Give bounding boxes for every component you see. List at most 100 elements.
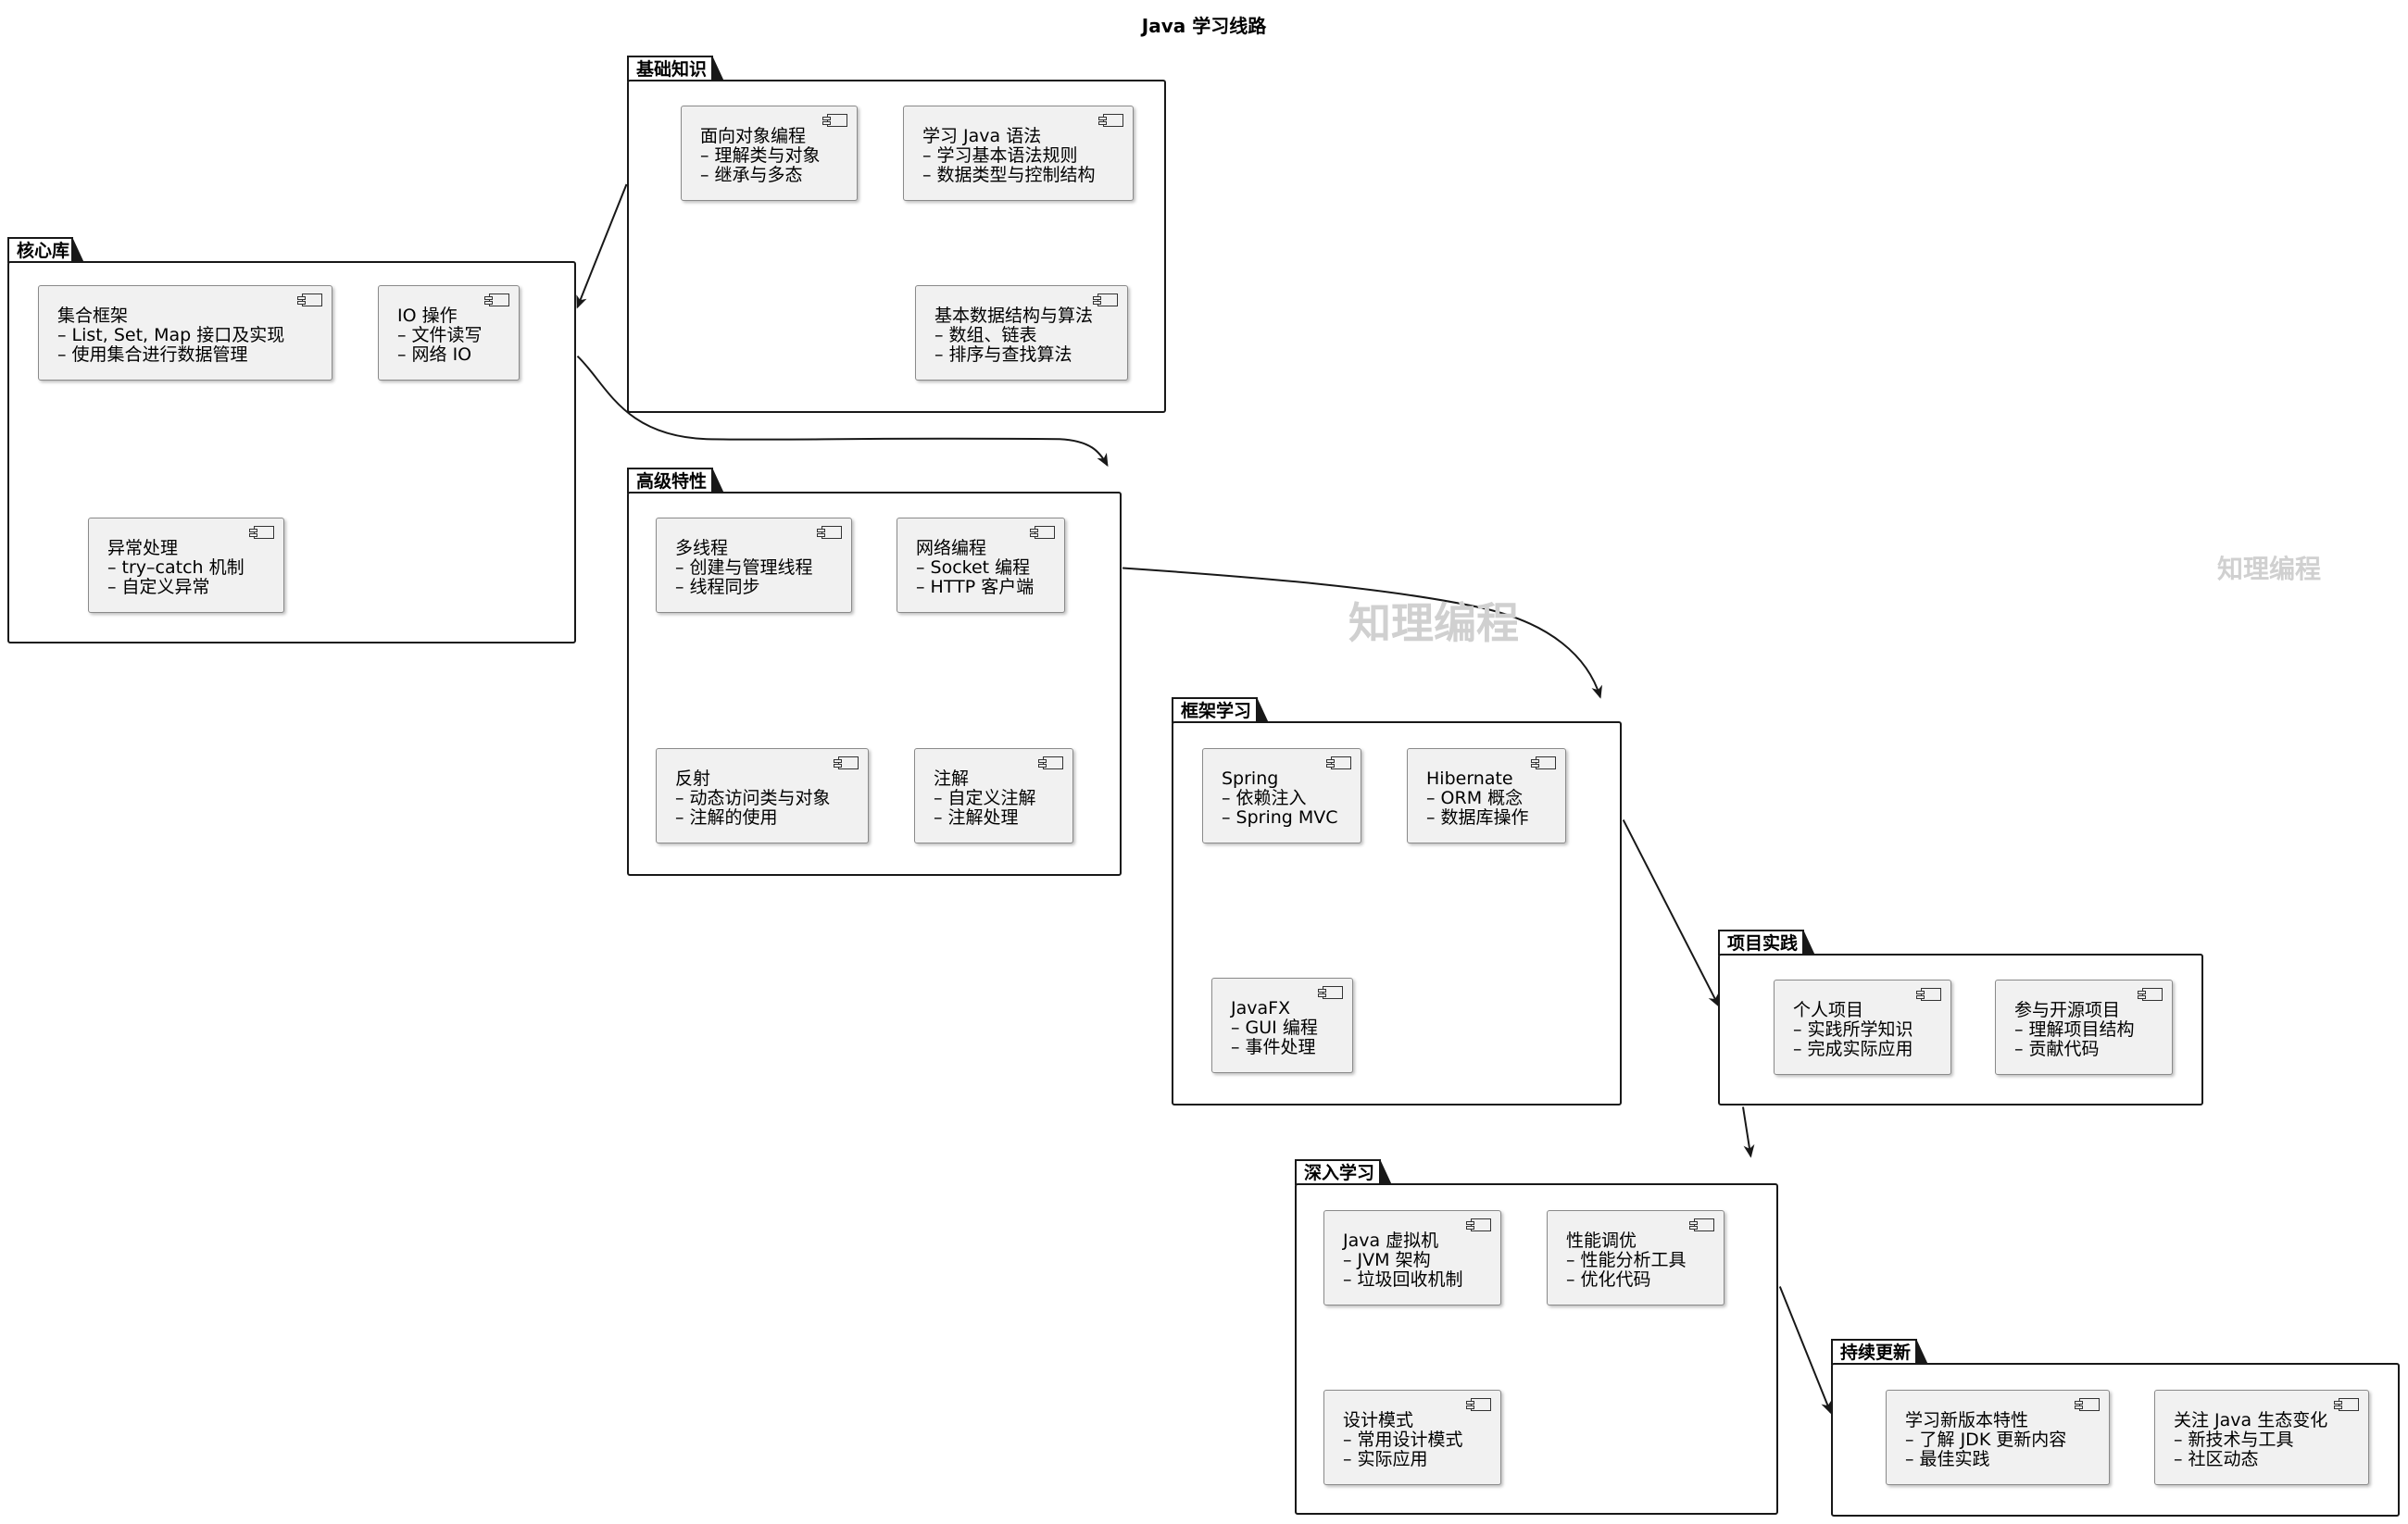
component-title: Hibernate <box>1426 768 1513 789</box>
watermark: 知理编程 <box>1348 598 1519 648</box>
component-icon <box>2138 988 2163 1001</box>
edge-deep-to-updates <box>1778 1286 1832 1415</box>
component-icon <box>834 756 859 769</box>
component-icon <box>2334 1398 2359 1411</box>
component-title: Java 虚拟机 <box>1343 1230 1439 1251</box>
component-detail: – 优化代码 <box>1566 1269 1651 1290</box>
component-title: 集合框架 <box>57 306 129 326</box>
component-title: IO 操作 <box>397 306 458 326</box>
component-detail: – 垃圾回收机制 <box>1343 1269 1463 1290</box>
component-oop: 面向对象编程– 理解类与对象– 继承与多态 <box>681 106 858 201</box>
component-title: 关注 Java 生态变化 <box>2174 1410 2328 1430</box>
component-icon <box>1318 986 1343 999</box>
component-reflection: 反射– 动态访问类与对象– 注解的使用 <box>656 748 869 843</box>
component-ecosystem: 关注 Java 生态变化– 新技术与工具– 社区动态 <box>2154 1390 2369 1485</box>
component-icon <box>249 526 274 539</box>
component-spring: Spring– 依赖注入– Spring MVC <box>1202 748 1361 843</box>
component-detail: – 数据库操作 <box>1426 807 1529 828</box>
component-detail: – 动态访问类与对象 <box>675 788 831 808</box>
component-detail: – ORM 概念 <box>1426 788 1524 808</box>
package-tab-advanced: 高级特性 <box>627 468 724 493</box>
component-detail: – 实践所学知识 <box>1793 1019 1913 1040</box>
component-detail: – 网络 IO <box>397 344 472 365</box>
component-personal: 个人项目– 实践所学知识– 完成实际应用 <box>1774 980 1951 1075</box>
component-title: 基本数据结构与算法 <box>934 306 1094 326</box>
component-detail: – HTTP 客户端 <box>916 577 1035 597</box>
package-tab-basic: 基础知识 <box>627 56 724 81</box>
component-icon <box>297 294 322 306</box>
component-annotations: 注解– 自定义注解– 注解处理 <box>914 748 1073 843</box>
component-title: 设计模式 <box>1343 1410 1414 1430</box>
component-icon <box>1093 294 1118 306</box>
component-icon <box>817 526 842 539</box>
component-perf: 性能调优– 性能分析工具– 优化代码 <box>1547 1210 1724 1305</box>
component-detail: – JVM 架构 <box>1343 1250 1431 1270</box>
component-detail: – 使用集合进行数据管理 <box>57 344 248 365</box>
component-opensource: 参与开源项目– 理解项目结构– 贡献代码 <box>1995 980 2173 1075</box>
component-title: JavaFX <box>1231 998 1291 1018</box>
component-detail: – Socket 编程 <box>916 557 1031 578</box>
component-detail: – 最佳实践 <box>1905 1449 1990 1469</box>
component-io: IO 操作– 文件读写– 网络 IO <box>378 285 520 381</box>
component-detail: – 理解项目结构 <box>2014 1019 2135 1040</box>
component-title: 多线程 <box>675 538 729 558</box>
component-title: 反射 <box>675 768 711 789</box>
component-network: 网络编程– Socket 编程– HTTP 客户端 <box>897 518 1065 613</box>
component-icon <box>1030 526 1055 539</box>
component-title: 个人项目 <box>1793 1000 1864 1020</box>
component-detail: – 创建与管理线程 <box>675 557 813 578</box>
component-detail: – 完成实际应用 <box>1793 1039 1913 1059</box>
component-hibernate: Hibernate– ORM 概念– 数据库操作 <box>1407 748 1566 843</box>
component-icon <box>1098 114 1123 127</box>
component-detail: – 常用设计模式 <box>1343 1430 1463 1450</box>
component-detail: – 实际应用 <box>1343 1449 1428 1469</box>
component-detail: – try–catch 机制 <box>107 557 245 578</box>
component-icon <box>1689 1218 1714 1231</box>
component-detail: – 注解处理 <box>934 807 1019 828</box>
package-tab-deep: 深入学习 <box>1295 1159 1392 1185</box>
component-detail: – 数据类型与控制结构 <box>922 165 1096 185</box>
component-detail: – 性能分析工具 <box>1566 1250 1687 1270</box>
component-collections: 集合框架– List, Set, Map 接口及实现– 使用集合进行数据管理 <box>38 285 332 381</box>
component-threads: 多线程– 创建与管理线程– 线程同步 <box>656 518 852 613</box>
component-detail: – 理解类与对象 <box>700 145 821 166</box>
component-detail: – 线程同步 <box>675 577 760 597</box>
component-title: 学习新版本特性 <box>1905 1410 2029 1430</box>
edge-basic-to-core <box>576 183 628 309</box>
component-icon <box>1326 756 1351 769</box>
component-icon <box>1466 1398 1491 1411</box>
component-detail: – Spring MVC <box>1222 807 1338 828</box>
diagram-title: Java 学习线路 <box>1141 15 1267 37</box>
component-detail: – 继承与多态 <box>700 165 803 185</box>
component-detail: – 注解的使用 <box>675 807 778 828</box>
component-exceptions: 异常处理– try–catch 机制– 自定义异常 <box>88 518 284 613</box>
component-icon <box>822 114 847 127</box>
component-detail: – 社区动态 <box>2174 1449 2259 1469</box>
component-detail: – GUI 编程 <box>1231 1018 1318 1038</box>
component-detail: – 事件处理 <box>1231 1037 1316 1057</box>
component-newfeatures: 学习新版本特性– 了解 JDK 更新内容– 最佳实践 <box>1886 1390 2110 1485</box>
component-detail: – 依赖注入 <box>1222 788 1307 808</box>
component-detail: – List, Set, Map 接口及实现 <box>57 325 285 345</box>
edge-frameworks-to-projects <box>1622 819 1720 1007</box>
package-tab-core: 核心库 <box>7 237 84 263</box>
component-title: 学习 Java 语法 <box>922 126 1042 146</box>
component-patterns: 设计模式– 常用设计模式– 实际应用 <box>1323 1390 1501 1485</box>
component-title: Spring <box>1222 768 1279 789</box>
component-icon <box>1531 756 1556 769</box>
component-icon <box>2075 1398 2100 1411</box>
package-tab-frameworks: 框架学习 <box>1172 697 1269 723</box>
edge-core-to-advanced <box>576 355 1109 468</box>
component-detail: – 新技术与工具 <box>2174 1430 2294 1450</box>
component-icon <box>1038 756 1063 769</box>
component-title: 性能调优 <box>1566 1230 1637 1251</box>
component-detail: – 自定义异常 <box>107 577 210 597</box>
watermark: 知理编程 <box>2217 554 2322 584</box>
component-title: 网络编程 <box>916 538 987 558</box>
component-icon <box>484 294 509 306</box>
component-title: 注解 <box>934 768 970 789</box>
component-dsa: 基本数据结构与算法– 数组、链表– 排序与查找算法 <box>915 285 1128 381</box>
component-title: 面向对象编程 <box>700 126 807 146</box>
component-javafx: JavaFX– GUI 编程– 事件处理 <box>1211 978 1353 1073</box>
